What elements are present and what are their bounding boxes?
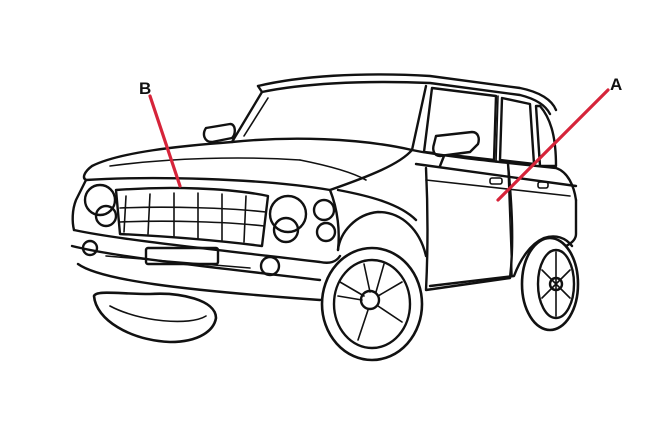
fog-light-right [259, 255, 281, 277]
fog-light-left [81, 239, 99, 257]
door-handles [489, 177, 549, 189]
license-plate [144, 246, 220, 266]
suv-roof [256, 73, 558, 116]
pointer-line-a [496, 88, 610, 202]
label-b: B [139, 79, 151, 98]
front-grille [114, 186, 270, 248]
side-mirror [432, 130, 480, 168]
pointer-line-b [148, 94, 182, 188]
suv-side-windows [422, 86, 558, 168]
suv-hood [82, 140, 414, 192]
rear-wheel [520, 236, 580, 332]
headlights [83, 183, 337, 244]
suv-windshield [230, 84, 428, 152]
front-wheel-arch [336, 210, 428, 258]
front-bumper [70, 228, 342, 302]
suv-body-side [410, 148, 578, 292]
front-right-wheel [320, 246, 424, 362]
front-left-wheel [92, 291, 218, 344]
label-a: A [610, 75, 622, 94]
left-mirror [202, 122, 236, 144]
